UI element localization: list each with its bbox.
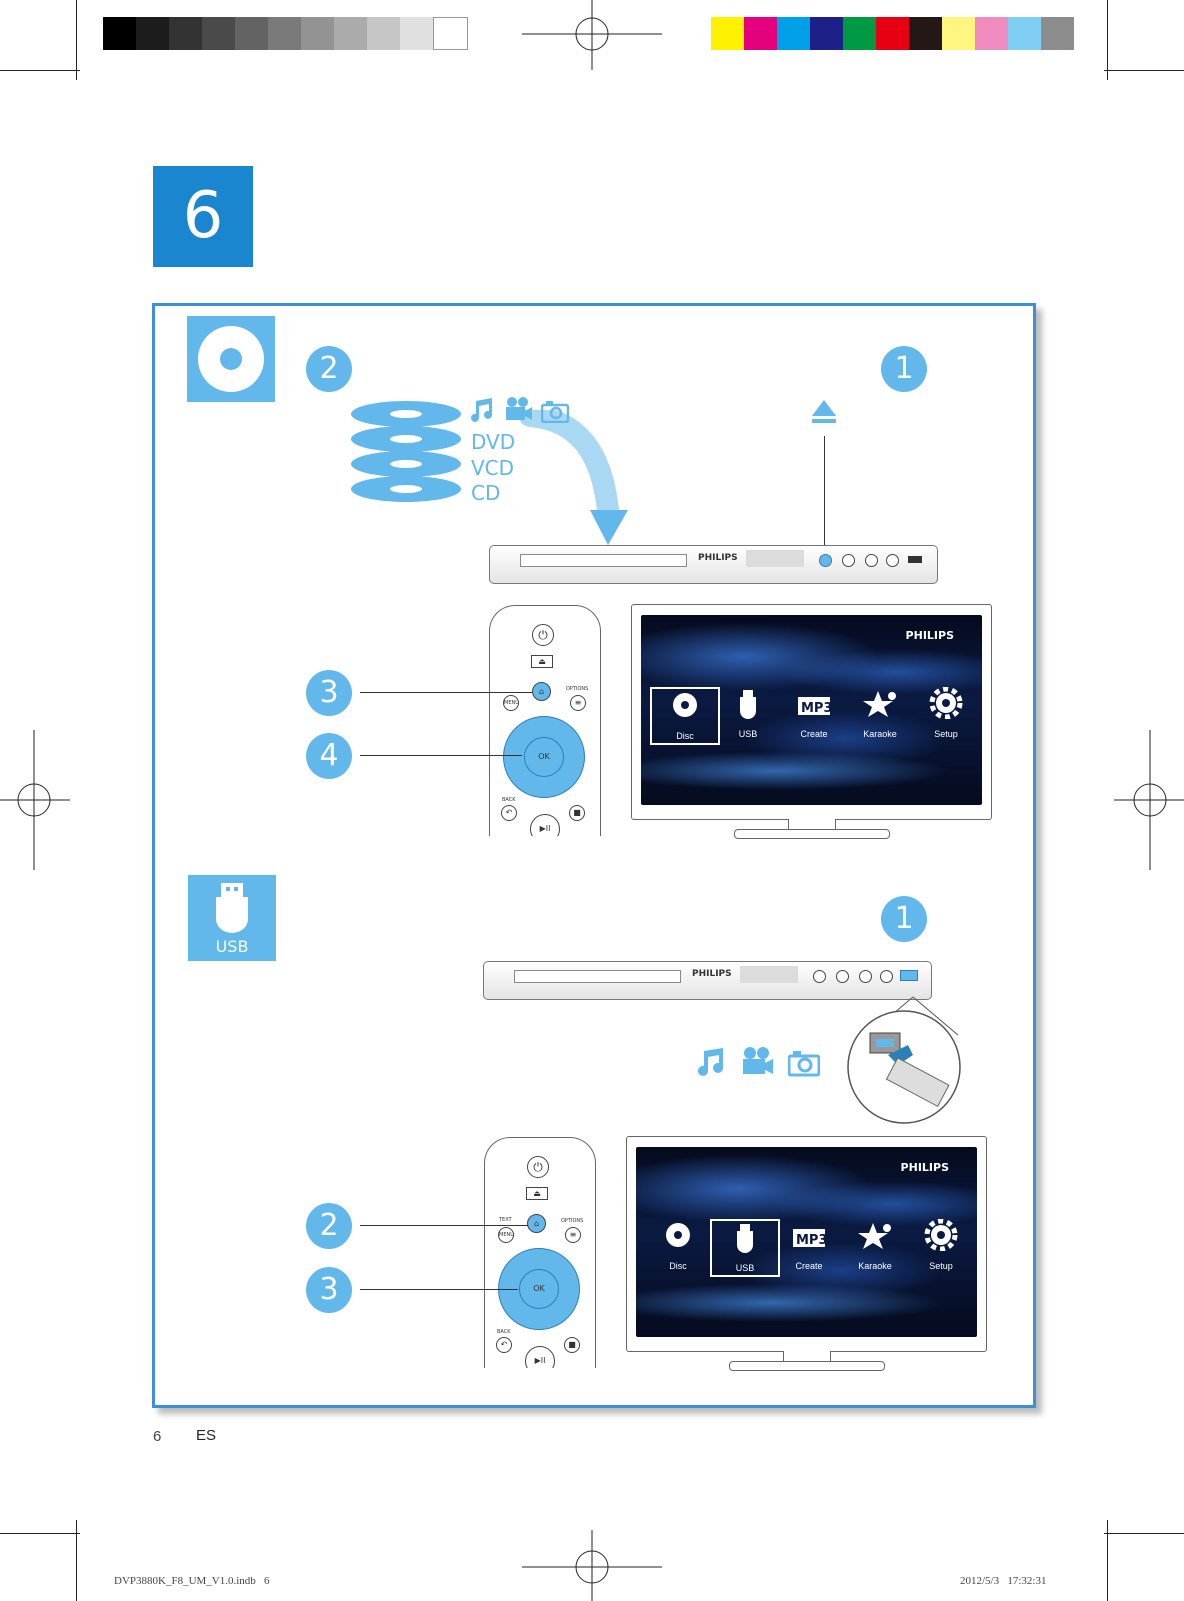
tv-stand-base [729, 1361, 885, 1371]
svg-text:MP3: MP3 [796, 1233, 828, 1248]
music-note-icon [471, 398, 492, 422]
tv-usb: PHILIPS Disc USB MP3 Create Karaoke Setu… [626, 1136, 987, 1352]
back-label: BACK [502, 797, 516, 803]
home-button: ⌂ [532, 682, 551, 701]
dvd-player-usb: PHILIPS [483, 961, 932, 1000]
menu-item-create: MP3 Create [776, 1219, 842, 1273]
print-slug-date: 2012/5/3 17:32:31 [960, 1575, 1047, 1587]
eject-leader-line [824, 436, 825, 551]
disc-section-icon [187, 316, 275, 402]
disc-step-1: 1 [881, 346, 927, 392]
eject-remote-icon: ⏏ [526, 1187, 548, 1200]
options-label: OPTIONS [566, 686, 589, 692]
menu-item-karaoke: Karaoke [842, 1219, 908, 1273]
back-label: BACK [497, 1329, 511, 1335]
options-button: ≡ [565, 1227, 581, 1243]
dvd-player-disc: PHILIPS [489, 545, 938, 584]
usb-section-icon: USB [188, 875, 276, 961]
tv-disc: PHILIPS Disc USB MP3 Create Karaoke Setu… [631, 604, 992, 820]
stop-button: ■ [569, 805, 585, 821]
back-button: ↶ [501, 805, 517, 821]
usb-step-1: 1 [881, 896, 927, 942]
usb-step-3-leader [360, 1289, 518, 1290]
menu-button: MENU [498, 1227, 514, 1243]
remote-control-usb: ⏻ ⏏ TEXT ⌂ MENU OPTIONS ≡ OK BACK ↶ ■ ▶I… [484, 1137, 596, 1368]
video-camera-icon [743, 1047, 773, 1074]
power-icon: ⏻ [527, 1156, 549, 1178]
registration-mark-top [522, 0, 662, 70]
usb-port [908, 556, 922, 563]
eject-icon [812, 400, 836, 423]
disc-type-vcd: VCD [471, 456, 515, 480]
disc-stack [351, 401, 461, 502]
menu-item-usb: USB [710, 1219, 780, 1277]
menu-item-setup: Setup [913, 686, 979, 741]
print-slug-file: DVP3880K_F8_UM_V1.0.indb 6 [114, 1575, 270, 1587]
play-pause-button: ▶II [525, 1346, 555, 1368]
usb-step-2: 2 [306, 1203, 352, 1249]
menu-item-usb: USB [715, 687, 781, 741]
tv-brand: PHILIPS [905, 629, 954, 642]
disc-step-3-leader [360, 692, 532, 693]
usb-port-highlight [900, 970, 918, 981]
ok-button: OK [524, 737, 564, 777]
registration-mark-right [1114, 730, 1184, 870]
menu-button: MENU [503, 695, 519, 711]
options-button: ≡ [570, 695, 586, 711]
language-code: ES [196, 1427, 217, 1444]
player-brand: PHILIPS [698, 553, 738, 563]
music-note-icon [698, 1048, 723, 1076]
home-button: ⌂ [527, 1214, 546, 1233]
remote-control-disc: ⏻ ⏏ ⌂ MENU OPTIONS ≡ OK BACK ↶ ■ ▶II [489, 605, 601, 836]
usb-insert-zoom [847, 996, 961, 1124]
usb-step-3: 3 [306, 1267, 352, 1313]
power-icon: ⏻ [532, 624, 554, 646]
tv-stand-base [734, 829, 890, 839]
menu-item-disc: Disc [650, 687, 720, 745]
page-number: 6 [153, 1428, 162, 1445]
usb-step-2-leader [360, 1225, 528, 1226]
play-pause-button: ▶II [530, 814, 560, 836]
menu-item-karaoke: Karaoke [847, 687, 913, 741]
disc-step-4-leader [360, 755, 522, 756]
camera-icon [788, 1051, 820, 1077]
disc-step-3: 3 [306, 670, 352, 716]
tv-screen: PHILIPS Disc USB MP3 Create Karaoke Setu… [641, 615, 982, 805]
disc-type-dvd: DVD [471, 430, 516, 454]
ok-button: OK [519, 1269, 559, 1309]
menu-item-disc: Disc [645, 1219, 711, 1273]
disc-step-4: 4 [306, 733, 352, 779]
registration-mark-left [0, 730, 70, 870]
tv-screen: PHILIPS Disc USB MP3 Create Karaoke Setu… [636, 1147, 977, 1337]
svg-text:MP3: MP3 [801, 701, 833, 716]
usb-section-label: USB [215, 937, 249, 956]
back-button: ↶ [496, 1337, 512, 1353]
chapter-number: 6 [153, 166, 253, 267]
menu-item-setup: Setup [908, 1218, 974, 1273]
eject-remote-icon: ⏏ [531, 655, 553, 668]
menu-item-create: MP3 Create [781, 687, 847, 741]
eject-button [819, 554, 832, 567]
disc-type-cd: CD [471, 481, 501, 505]
stop-button: ■ [564, 1337, 580, 1353]
registration-mark-bottom [522, 1530, 662, 1601]
insert-arrow [519, 410, 628, 545]
options-label: OPTIONS [561, 1218, 584, 1224]
disc-step-2: 2 [306, 346, 352, 392]
text-label: TEXT [499, 1217, 512, 1223]
